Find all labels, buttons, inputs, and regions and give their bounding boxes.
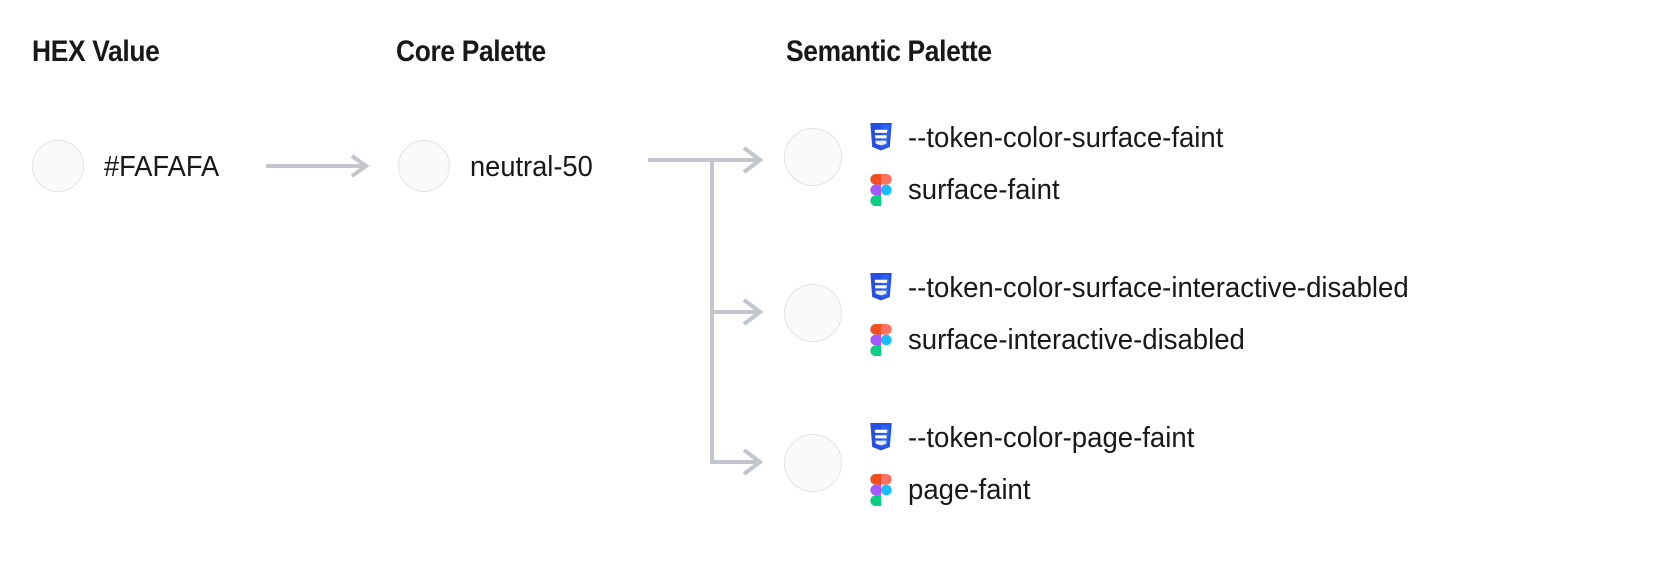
column-heading-semantic-palette: Semantic Palette [786, 35, 992, 68]
core-value-label: neutral-50 [470, 151, 593, 183]
css3-icon [866, 271, 896, 305]
figma-token-line: surface-interactive-disabled [866, 314, 1435, 366]
figma-icon [866, 473, 896, 507]
figma-token-label: page-faint [908, 474, 1031, 506]
figma-token-label: surface-interactive-disabled [908, 324, 1245, 356]
css-token-line: --token-color-surface-interactive-disabl… [866, 262, 1435, 314]
figma-token-line: surface-faint [866, 164, 1240, 216]
semantic-color-swatch [784, 284, 842, 342]
core-color-swatch [398, 140, 450, 192]
column-heading-hex-value: HEX Value [32, 35, 160, 68]
hex-value-label: #FAFAFA [104, 151, 220, 183]
semantic-color-swatch [784, 434, 842, 492]
css-token-label: --token-color-surface-faint [908, 122, 1224, 154]
semantic-color-swatch [784, 128, 842, 186]
semantic-token-group: --token-color-surface-faint surface-fain… [866, 112, 1240, 216]
figma-icon [866, 173, 896, 207]
figma-token-line: page-faint [866, 464, 1209, 516]
css-token-line: --token-color-page-faint [866, 412, 1209, 464]
hex-color-swatch [32, 140, 84, 192]
css3-icon [866, 121, 896, 155]
arrow-hex-to-core-icon [266, 152, 376, 180]
css-token-label: --token-color-page-faint [908, 422, 1195, 454]
semantic-token-group: --token-color-surface-interactive-disabl… [866, 262, 1435, 366]
css-token-label: --token-color-surface-interactive-disabl… [908, 272, 1409, 304]
css-token-line: --token-color-surface-faint [866, 112, 1240, 164]
branch-connector-icon [648, 140, 778, 480]
column-heading-core-palette: Core Palette [396, 35, 546, 68]
semantic-token-group: --token-color-page-faint page-faint [866, 412, 1209, 516]
css3-icon [866, 421, 896, 455]
figma-token-label: surface-faint [908, 174, 1060, 206]
figma-icon [866, 323, 896, 357]
